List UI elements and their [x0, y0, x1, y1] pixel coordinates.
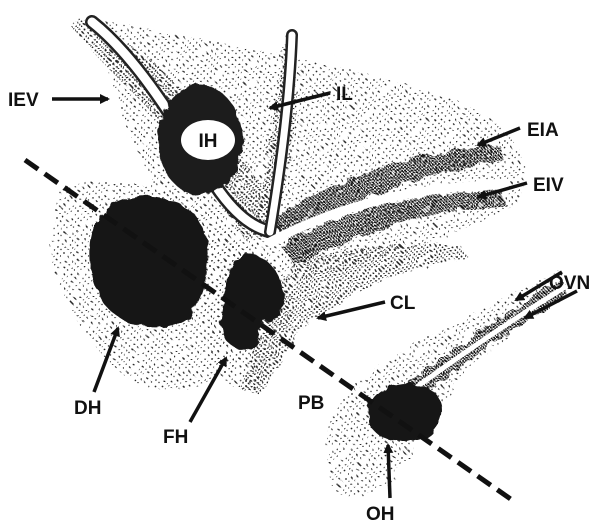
arrow-oh [388, 445, 390, 498]
label-fh: FH [163, 427, 188, 448]
label-iev: IEV [8, 90, 39, 111]
label-ovn: OVN [549, 273, 590, 294]
label-ih: IH [199, 131, 218, 152]
label-eia: EIA [527, 120, 559, 141]
label-oh: OH [366, 504, 395, 522]
label-eiv: EIV [533, 175, 564, 196]
label-il: IL [336, 84, 353, 105]
label-pb: PB [298, 393, 324, 414]
label-cl: CL [390, 293, 416, 314]
label-dh: DH [74, 398, 101, 419]
